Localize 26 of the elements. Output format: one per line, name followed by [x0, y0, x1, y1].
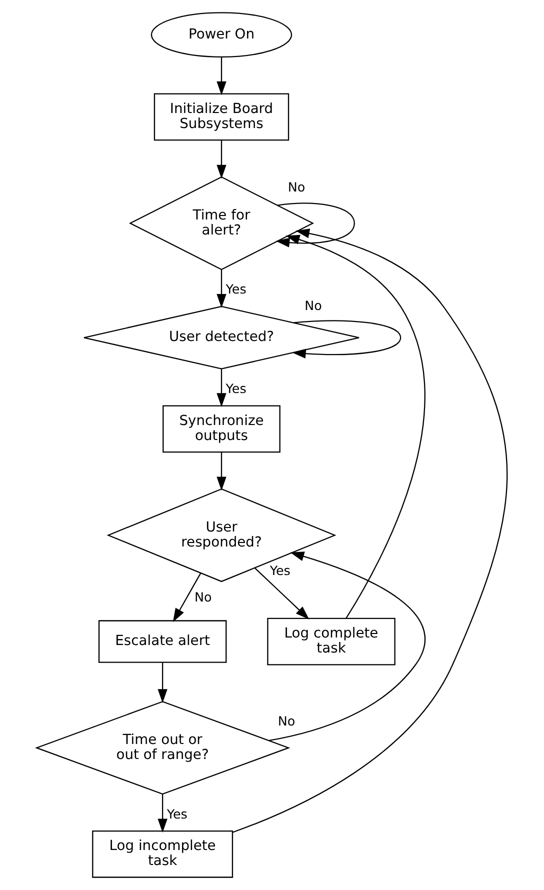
- edge-label: No: [288, 180, 306, 195]
- arrow: [276, 202, 355, 248]
- arrow: [232, 228, 508, 833]
- arrow: [216, 368, 226, 408]
- node-box: Escalate alert: [98, 620, 227, 663]
- node-box: Log incomplete task: [92, 830, 234, 878]
- arrow: [158, 662, 168, 704]
- arrow: [172, 572, 202, 622]
- edge-label: Yes: [270, 563, 290, 578]
- arrow: [216, 140, 226, 179]
- arrow: [216, 452, 226, 491]
- arrow: [254, 568, 310, 620]
- arrow: [286, 234, 426, 618]
- arrow: [216, 270, 226, 308]
- arrow: [268, 552, 426, 742]
- node-ellipse: Power On: [150, 12, 292, 58]
- edge-label: No: [194, 590, 212, 605]
- edge-label: Yes: [226, 380, 246, 396]
- node-box: Initialize Board Subsystems: [154, 93, 290, 141]
- node-box: Synchronize outputs: [162, 405, 280, 453]
- arrow: [216, 56, 226, 96]
- arrow: [292, 320, 402, 358]
- edge-label: Yes: [226, 282, 246, 297]
- node-box: Log complete task: [267, 618, 396, 666]
- arrow: [158, 794, 168, 833]
- edge-label: Yes: [166, 806, 188, 822]
